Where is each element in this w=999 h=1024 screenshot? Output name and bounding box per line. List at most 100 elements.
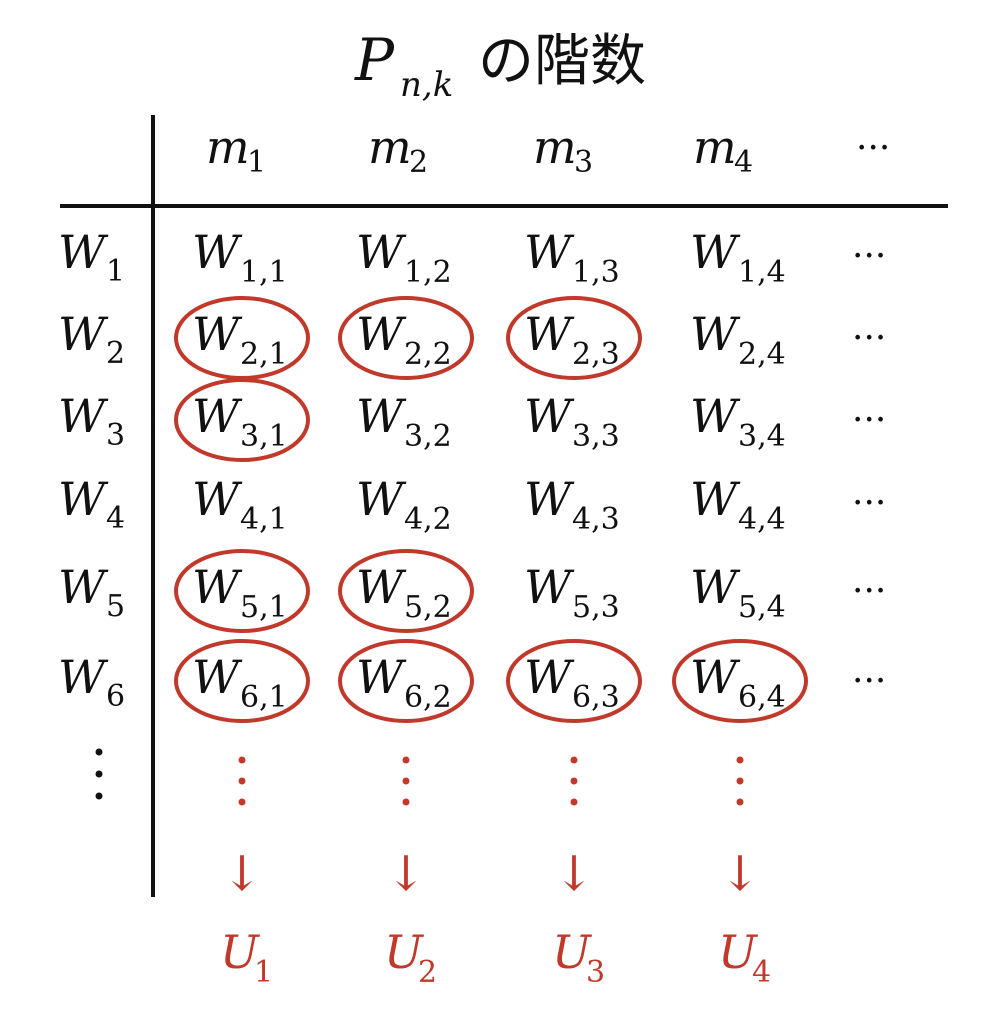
svg-text:W: W [192, 560, 243, 614]
selection-circle [506, 639, 642, 723]
svg-text:m: m [368, 120, 412, 174]
svg-text:2,4: 2,4 [738, 337, 786, 372]
svg-text:W: W [356, 389, 407, 443]
svg-text:3: 3 [586, 955, 605, 990]
column-vdots [238, 756, 246, 806]
svg-text:3,3: 3,3 [572, 419, 620, 454]
selection-circle [338, 549, 474, 633]
svg-text:W: W [524, 560, 575, 614]
svg-text:m: m [693, 120, 737, 174]
svg-text:2,3: 2,3 [572, 337, 620, 372]
title-symbol: P [354, 26, 395, 94]
svg-text:3,1: 3,1 [240, 419, 288, 454]
svg-text:4: 4 [734, 145, 753, 180]
svg-text:W: W [58, 389, 109, 443]
selection-circle [174, 549, 310, 633]
selection-circles [174, 296, 808, 723]
svg-text:3: 3 [106, 418, 125, 453]
column-headers: m 1 m 2 m 3 m 4 ··· [206, 120, 890, 180]
column-vdots [402, 756, 410, 806]
svg-text:4,2: 4,2 [404, 502, 452, 537]
svg-text:1: 1 [106, 254, 125, 289]
svg-text:W: W [524, 472, 575, 526]
svg-text:2,1: 2,1 [240, 337, 288, 372]
svg-text:W: W [524, 225, 575, 279]
svg-text:W: W [524, 389, 575, 443]
down-arrow: ↓ [386, 846, 426, 902]
svg-text:5,4: 5,4 [738, 590, 786, 625]
row-ellipsis: ··· [852, 400, 886, 441]
svg-text:W: W [192, 650, 243, 704]
result-label: U2 [384, 925, 437, 990]
selection-circle [506, 296, 642, 380]
svg-text:4: 4 [752, 955, 771, 990]
svg-text:m: m [533, 120, 577, 174]
svg-text:6: 6 [106, 679, 125, 714]
svg-text:6,1: 6,1 [240, 680, 288, 715]
svg-text:W: W [690, 389, 741, 443]
svg-text:5,2: 5,2 [404, 590, 452, 625]
svg-text:W: W [192, 472, 243, 526]
svg-text:m: m [206, 120, 250, 174]
svg-text:1,4: 1,4 [738, 255, 786, 290]
row-header-w4: W 4 [58, 472, 125, 536]
row-header-w3: W 3 [58, 389, 125, 453]
down-arrow: ↓ [720, 846, 760, 902]
svg-text:W: W [58, 560, 109, 614]
svg-text:W: W [356, 472, 407, 526]
svg-text:4: 4 [106, 501, 125, 536]
svg-text:2: 2 [106, 336, 125, 371]
row-ellipsis: ··· [852, 661, 886, 702]
column-vdots [570, 756, 578, 806]
svg-text:1,1: 1,1 [240, 255, 288, 290]
svg-text:W: W [356, 225, 407, 279]
title: P n,k の階数 [354, 26, 646, 105]
svg-text:4,4: 4,4 [738, 502, 786, 537]
title-subscript: n,k [400, 65, 453, 105]
row-header-w2: W 2 [58, 307, 125, 371]
svg-text:W: W [690, 560, 741, 614]
svg-text:W: W [356, 307, 407, 361]
column-vdots [238, 756, 744, 806]
svg-text:1: 1 [254, 955, 273, 990]
column-vdots [736, 756, 744, 806]
svg-text:2: 2 [409, 145, 428, 180]
svg-text:1,3: 1,3 [572, 255, 620, 290]
row-ellipsis: ··· [852, 483, 886, 524]
svg-text:W: W [58, 307, 109, 361]
column-header-m2: m 2 [368, 120, 428, 180]
result-arrows: ↓↓↓↓ [222, 846, 760, 902]
svg-text:3: 3 [574, 145, 593, 180]
column-header-m1: m 1 [206, 120, 266, 180]
svg-text:W: W [192, 389, 243, 443]
title-text: の階数 [478, 29, 646, 94]
svg-text:W: W [356, 560, 407, 614]
svg-text:W: W [192, 307, 243, 361]
svg-text:6,2: 6,2 [404, 680, 452, 715]
svg-text:4,1: 4,1 [240, 502, 288, 537]
svg-text:W: W [690, 307, 741, 361]
svg-text:W: W [356, 650, 407, 704]
row-ellipsis: ··· [852, 236, 886, 277]
svg-text:2,2: 2,2 [404, 337, 452, 372]
row-ellipsis: ··· [852, 318, 886, 359]
